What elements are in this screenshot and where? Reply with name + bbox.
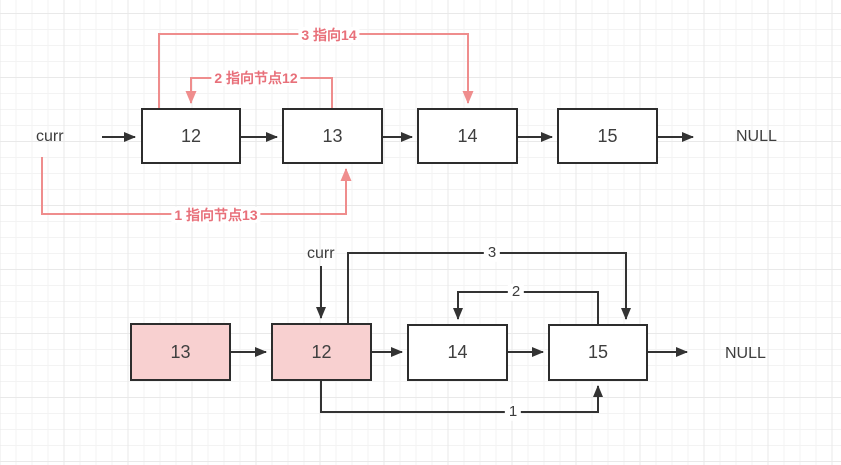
step3-label: 3 (483, 244, 501, 262)
node-value: 12 (311, 341, 332, 362)
node-value: 15 (587, 342, 609, 362)
node-value: 13 (322, 125, 343, 146)
node-15-bottom: 15 (548, 324, 648, 381)
node-value: 12 (180, 125, 202, 146)
node-15-top: 15 (557, 108, 658, 164)
node-value: 14 (447, 342, 468, 362)
arrow-step1-12-to-15 (320, 381, 603, 413)
node-value: 13 (170, 341, 191, 362)
node-14-bottom: 14 (407, 324, 508, 381)
node-value: 14 (457, 125, 478, 146)
null-label-top: NULL (736, 128, 777, 145)
red-arrow-step3-12-to-14 (158, 33, 474, 108)
node-13-bottom: 13 (130, 323, 231, 381)
annotation-step1-label: 1 指向节点13 (171, 206, 261, 224)
step1-label: 1 (504, 403, 522, 421)
step2-label: 2 (507, 283, 525, 301)
node-12-bottom: 12 (271, 323, 372, 381)
curr-pointer-label-bottom: curr (307, 245, 335, 262)
curr-pointer-label-top: curr (36, 128, 64, 145)
node-14-top: 14 (417, 108, 518, 164)
red-arrow-step1-curr-to-13 (41, 157, 352, 215)
annotation-step2-label: 2 指向节点12 (211, 69, 301, 87)
arrow-step3-12-to-15 (347, 252, 631, 323)
arrow-step2-15-to-14 (453, 291, 599, 324)
node-value: 15 (597, 125, 618, 146)
node-12-top: 12 (141, 108, 241, 164)
node-13-top: 13 (282, 108, 383, 164)
annotation-step3-label: 3 指向14 (298, 26, 360, 44)
null-label-bottom: NULL (725, 345, 766, 362)
